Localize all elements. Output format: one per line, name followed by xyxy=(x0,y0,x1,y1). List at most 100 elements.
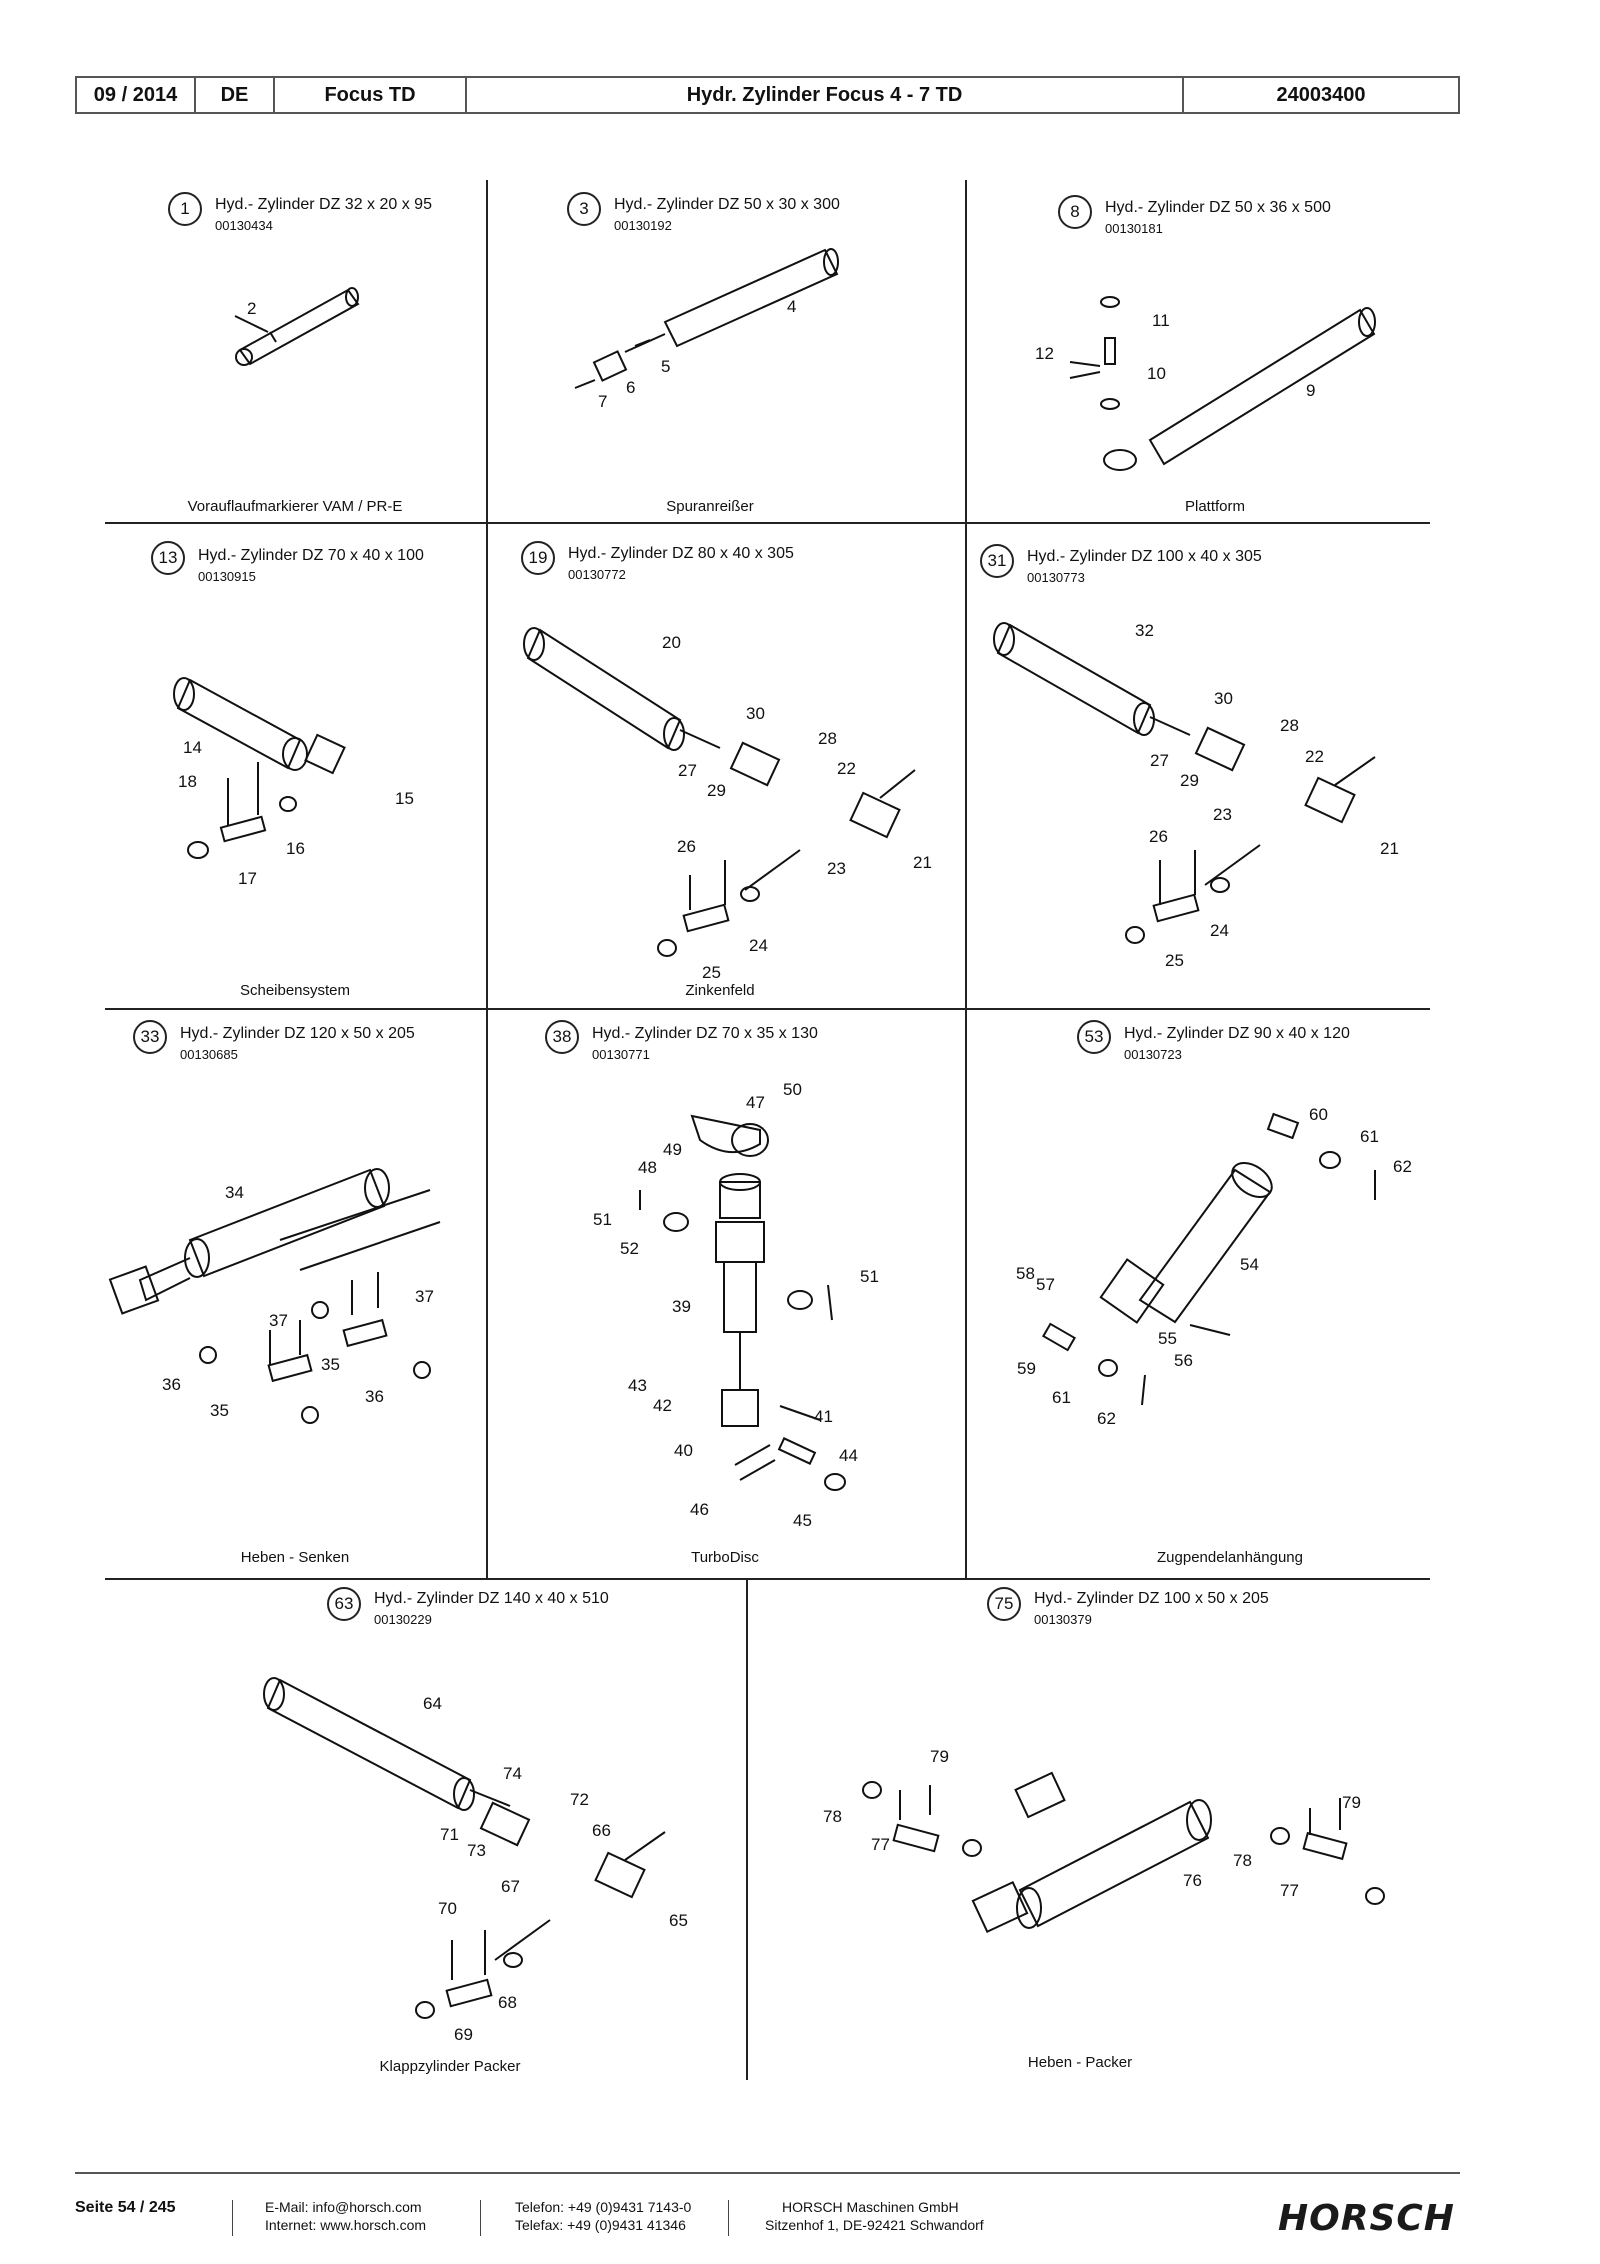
panel-title: Hyd.- Zylinder DZ 70 x 40 x 100 xyxy=(198,547,424,564)
header-model: Focus TD xyxy=(275,78,467,112)
callout-label: 67 xyxy=(501,1877,520,1896)
callout-label: 39 xyxy=(672,1297,691,1316)
footer-email: E-Mail: info@horsch.com xyxy=(265,2199,422,2215)
panel-title: Hyd.- Zylinder DZ 90 x 40 x 120 xyxy=(1124,1025,1350,1042)
callout-label: 29 xyxy=(707,781,726,800)
cylinder-drawing xyxy=(862,1771,1385,1934)
cylinder-drawing xyxy=(108,1168,441,1424)
panel-title: Hyd.- Zylinder DZ 50 x 36 x 500 xyxy=(1105,199,1331,216)
item-number-bubble: 3 xyxy=(567,192,601,226)
callout-label: 64 xyxy=(423,1694,442,1713)
panel-part-number: 00130379 xyxy=(1034,1612,1092,1627)
grid-divider-col1 xyxy=(486,180,488,1580)
header-title: Hydr. Zylinder Focus 4 - 7 TD xyxy=(467,78,1184,112)
document-header: 09 / 2014 DE Focus TD Hydr. Zylinder Foc… xyxy=(75,76,1460,114)
item-number-bubble: 63 xyxy=(327,1587,361,1621)
callout-label: 72 xyxy=(570,1790,589,1809)
callout-label: 37 xyxy=(269,1311,288,1330)
cylinder-drawing xyxy=(173,677,346,859)
footer-company: HORSCH Maschinen GmbH xyxy=(782,2199,959,2215)
item-number-bubble: 75 xyxy=(987,1587,1021,1621)
item-number-bubble: 38 xyxy=(545,1020,579,1054)
callout-label: 61 xyxy=(1052,1388,1071,1407)
panel-part-number: 00130685 xyxy=(180,1047,238,1062)
footer-phone: Telefon: +49 (0)9431 7143-0 xyxy=(515,2199,692,2215)
callout-label: 17 xyxy=(238,869,257,888)
callout-label: 49 xyxy=(663,1140,682,1159)
panel-part-number: 00130192 xyxy=(614,218,672,233)
callout-label: 69 xyxy=(454,2025,473,2044)
callout-label: 43 xyxy=(628,1376,647,1395)
panel-caption: Plattform xyxy=(1184,498,1246,515)
callout-label: 26 xyxy=(677,837,696,856)
grid-divider-row3 xyxy=(105,1578,1430,1580)
panel-part-number: 00130434 xyxy=(215,218,273,233)
panel-caption: TurboDisc xyxy=(691,1549,759,1566)
panel-caption: Heben - Senken xyxy=(240,1549,350,1566)
callout-label: 21 xyxy=(1380,839,1399,858)
cylinder-drawing xyxy=(639,1114,846,1491)
callout-label: 58 xyxy=(1016,1264,1035,1283)
callout-label: 61 xyxy=(1360,1127,1379,1146)
callout-label: 36 xyxy=(365,1387,384,1406)
horsch-logo: HORSCH xyxy=(1278,2198,1455,2239)
panel-caption: Vorauflaufmarkierer VAM / PR-E xyxy=(187,498,403,515)
panel-title: Hyd.- Zylinder DZ 80 x 40 x 305 xyxy=(568,545,794,562)
footer-separator xyxy=(480,2200,481,2236)
callout-label: 30 xyxy=(746,704,765,723)
cylinder-drawing xyxy=(1069,296,1376,471)
header-date: 09 / 2014 xyxy=(77,78,196,112)
panel-title: Hyd.- Zylinder DZ 120 x 50 x 205 xyxy=(180,1025,415,1042)
callout-label: 42 xyxy=(653,1396,672,1415)
callout-label: 48 xyxy=(638,1158,657,1177)
panel-caption: Scheibensystem xyxy=(239,982,351,999)
panel-caption: Zugpendelanhängung xyxy=(1157,1549,1303,1566)
panel-caption: Heben - Packer xyxy=(1027,2054,1133,2071)
panel-part-number: 00130771 xyxy=(592,1047,650,1062)
cylinder-drawing xyxy=(1042,1112,1376,1406)
footer-page-number: Seite 54 / 245 xyxy=(75,2199,176,2216)
callout-label: 27 xyxy=(1150,751,1169,770)
callout-label: 77 xyxy=(871,1835,890,1854)
callout-label: 79 xyxy=(930,1747,949,1766)
callout-label: 55 xyxy=(1158,1329,1177,1348)
callout-label: 4 xyxy=(787,297,797,316)
panel-title: Hyd.- Zylinder DZ 32 x 20 x 95 xyxy=(215,196,432,213)
footer-separator xyxy=(728,2200,729,2236)
panel-title: Hyd.- Zylinder DZ 70 x 35 x 130 xyxy=(592,1025,818,1042)
callout-label: 21 xyxy=(913,853,932,872)
callout-label: 36 xyxy=(162,1375,181,1394)
callout-label: 26 xyxy=(1149,827,1168,846)
callout-label: 12 xyxy=(1035,344,1054,363)
item-number-bubble: 31 xyxy=(980,544,1014,578)
callout-label: 5 xyxy=(661,357,671,376)
callout-label: 76 xyxy=(1183,1871,1202,1890)
footer-internet: Internet: www.horsch.com xyxy=(265,2217,427,2233)
panel-caption: Spuranreißer xyxy=(666,498,754,515)
panel-caption: Zinkenfeld xyxy=(685,982,755,999)
callout-label: 66 xyxy=(592,1821,611,1840)
grid-divider-row2 xyxy=(105,1008,1430,1010)
callout-label: 50 xyxy=(783,1080,802,1099)
callout-label: 2 xyxy=(247,299,257,318)
header-document-number: 24003400 xyxy=(1276,83,1366,106)
cylinder-drawing xyxy=(523,627,916,957)
callout-label: 79 xyxy=(1342,1793,1361,1812)
grid-divider-col2 xyxy=(965,180,967,1580)
callout-label: 24 xyxy=(1210,921,1229,940)
footer-divider xyxy=(75,2172,1460,2174)
callout-label: 78 xyxy=(823,1807,842,1826)
callout-label: 59 xyxy=(1017,1359,1036,1378)
cylinder-drawing xyxy=(234,287,360,366)
panel-part-number: 00130772 xyxy=(568,567,626,582)
callout-label: 35 xyxy=(210,1401,229,1420)
item-number-bubble: 19 xyxy=(521,541,555,575)
panel-caption: Klappzylinder Packer xyxy=(379,2058,521,2075)
item-number-bubble: 8 xyxy=(1058,195,1092,229)
callout-label: 77 xyxy=(1280,1881,1299,1900)
panel-part-number: 00130773 xyxy=(1027,570,1085,585)
item-number-bubble: 1 xyxy=(168,192,202,226)
callout-label: 25 xyxy=(1165,951,1184,970)
callout-label: 45 xyxy=(793,1511,812,1530)
callout-label: 28 xyxy=(1280,716,1299,735)
